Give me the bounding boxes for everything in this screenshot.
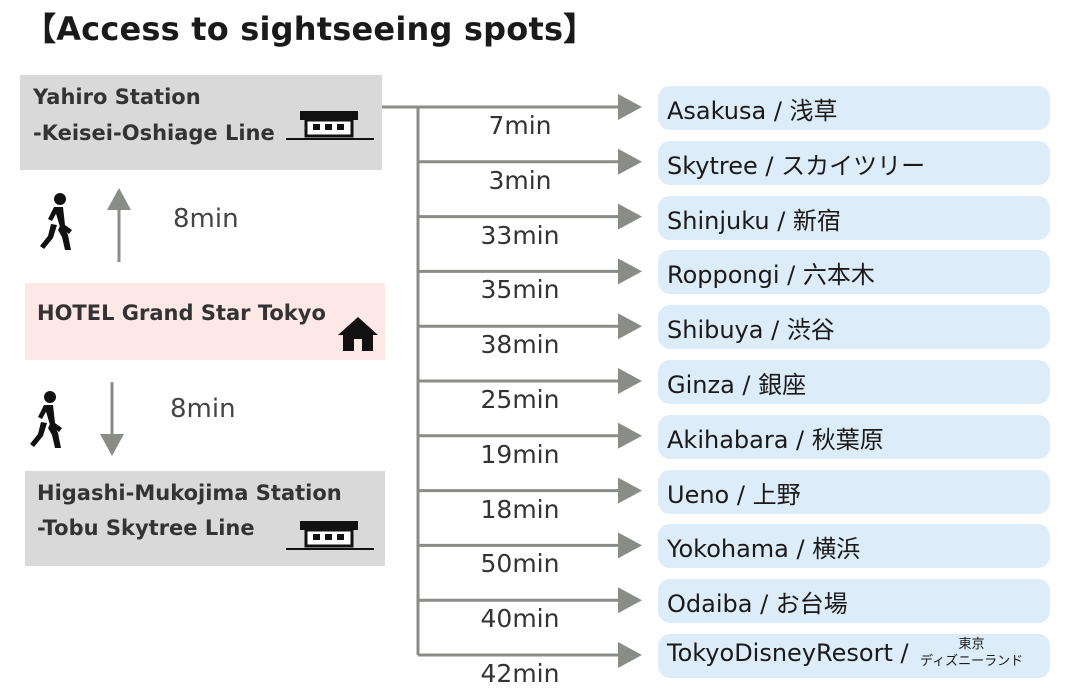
travel-time-label: 3min: [488, 165, 552, 195]
travel-time-label: 33min: [480, 220, 560, 250]
destination-label: Skytree / スカイツリー: [667, 151, 926, 180]
travel-time-label: 7min: [488, 111, 552, 140]
up-arrow: [107, 188, 131, 262]
train-station-icon: [286, 111, 374, 140]
hotel-name: HOTEL Grand Star Tokyo: [37, 301, 326, 325]
travel-time-label: 42min: [480, 659, 560, 688]
destination-label: Roppongi / 六本木: [667, 261, 875, 290]
destination-item: Skytree / スカイツリー: [658, 140, 1050, 185]
travel-time-label: 50min: [480, 549, 560, 579]
higashi-station-name: Higashi-Mukojima Station: [37, 481, 342, 505]
destination-label: Akihabara / 秋葉原: [667, 425, 884, 454]
route-arrowhead: [618, 532, 642, 559]
travel-time-label: 18min: [480, 494, 560, 524]
route-arrowhead: [618, 642, 642, 668]
walk-time-to-higashi: 8min: [170, 394, 236, 424]
destination-item: Yokohama / 横浜: [658, 524, 1050, 569]
destination-label: Asakusa / 浅草: [667, 97, 838, 125]
walking-person-icon: [30, 391, 62, 448]
destination-label: Shinjuku / 新宿: [667, 206, 841, 235]
page-title: 【Access to sightseeing spots】: [24, 10, 596, 48]
route-arrowhead: [618, 313, 642, 340]
destination-item: Shinjuku / 新宿: [658, 195, 1050, 240]
destination-item: TokyoDisneyResort / 東京ディズニーランド: [658, 634, 1050, 678]
walking-person-icon: [40, 193, 72, 250]
destination-japanese-name: 東京ディズニーランド: [920, 636, 1023, 670]
route-arrowhead: [618, 422, 642, 449]
route-arrowhead: [618, 477, 642, 504]
destination-item: Akihabara / 秋葉原: [658, 414, 1050, 459]
destination-label: Yokohama / 横浜: [667, 535, 861, 564]
destination-item: Odaiba / お台場: [658, 579, 1050, 624]
travel-time-label: 25min: [480, 385, 560, 414]
yahiro-station-box: Yahiro Station -Keisei-Oshiage Line: [20, 75, 382, 170]
travel-time-label: 38min: [480, 330, 560, 360]
destination-item: Roppongi / 六本木: [658, 250, 1050, 295]
travel-time-label: 19min: [480, 439, 560, 469]
destination-item: Shibuya / 渋谷: [658, 305, 1050, 350]
route-arrowhead: [618, 368, 642, 394]
higashi-station-line: -Tobu Skytree Line: [37, 516, 255, 540]
hotel-box: HOTEL Grand Star Tokyo: [25, 283, 385, 360]
destination-item: Ginza / 銀座: [658, 360, 1050, 404]
route-arrowhead: [618, 258, 642, 285]
destination-japanese-line2: ディズニーランド: [920, 654, 1024, 669]
travel-time-label: 35min: [480, 275, 560, 305]
destination-label: Ueno / 上野: [667, 480, 801, 509]
route-arrowhead: [618, 148, 642, 175]
yahiro-station-line: -Keisei-Oshiage Line: [33, 121, 275, 145]
route-arrowhead: [618, 94, 642, 120]
destination-japanese-line1: 東京: [958, 637, 985, 652]
house-icon: [338, 317, 378, 351]
route-arrowhead: [618, 203, 642, 230]
destination-label: Odaiba / お台場: [667, 590, 848, 619]
route-arrowhead: [618, 587, 642, 614]
walk-time-to-yahiro: 8min: [173, 204, 239, 234]
higashi-mukojima-station-box: Higashi-Mukojima Station -Tobu Skytree L…: [25, 471, 385, 566]
destination-item: Ueno / 上野: [658, 469, 1050, 514]
yahiro-station-name: Yahiro Station: [33, 85, 201, 109]
train-station-icon: [286, 521, 374, 550]
destination-item: Asakusa / 浅草: [658, 86, 1050, 130]
down-arrow: [100, 382, 124, 456]
destination-label: Ginza / 銀座: [667, 371, 807, 399]
destination-label: Shibuya / 渋谷: [667, 316, 835, 345]
travel-time-label: 40min: [480, 604, 560, 634]
destination-label: TokyoDisneyResort /: [667, 639, 909, 667]
